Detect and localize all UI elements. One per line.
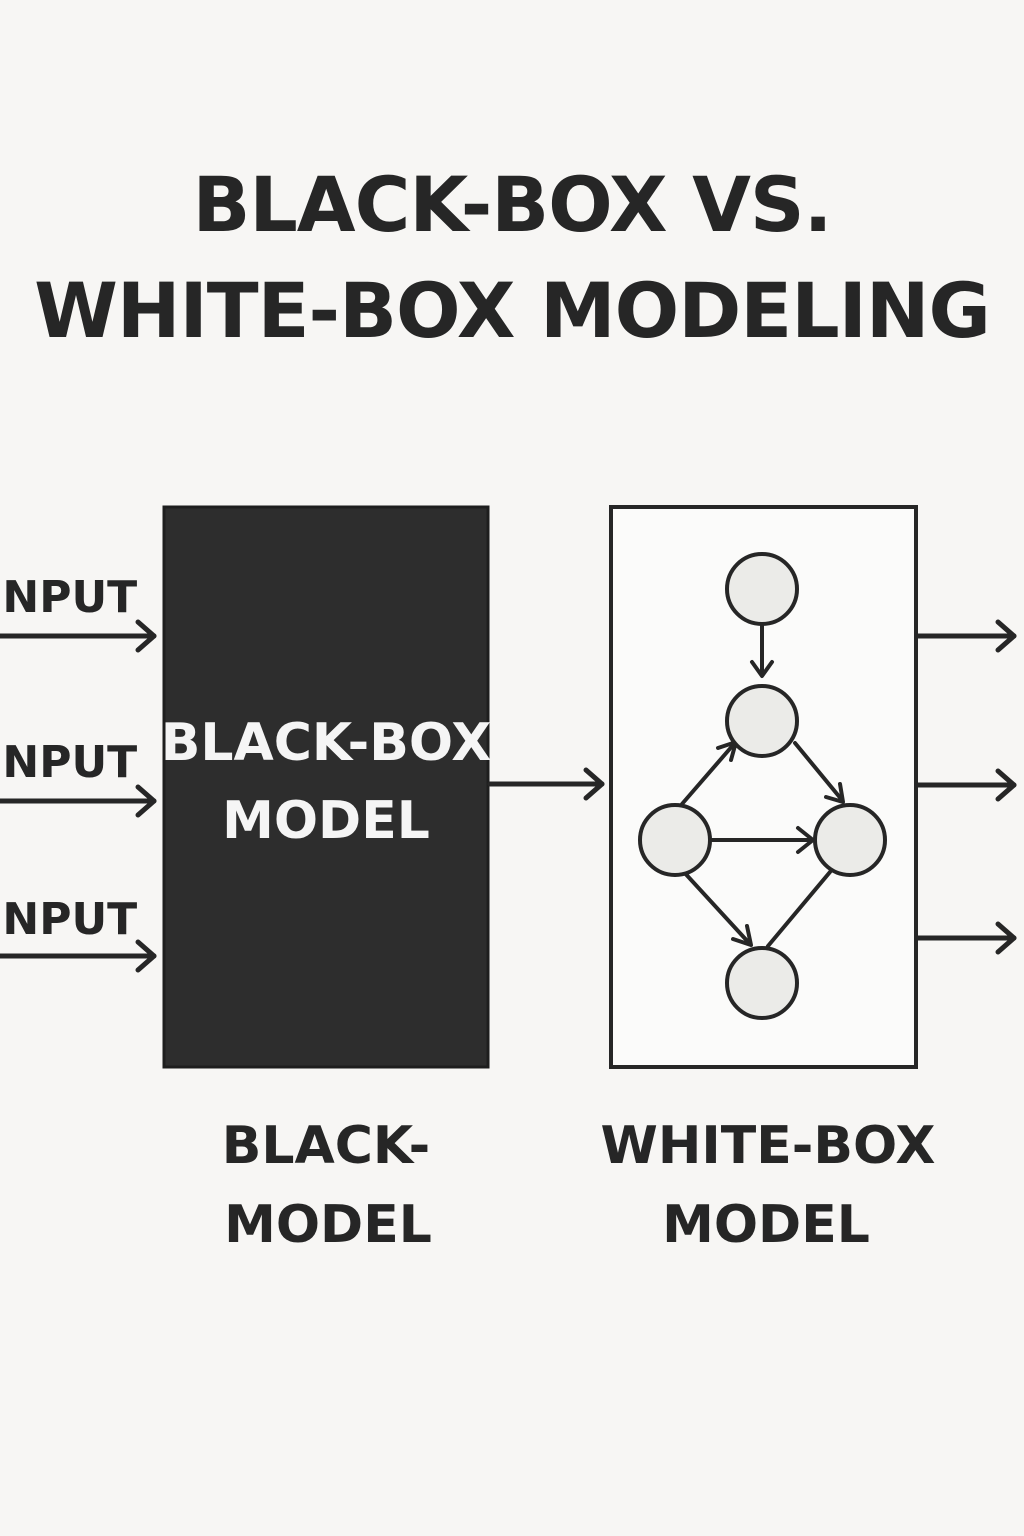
black-box-caption-line-2: MODEL [224, 1195, 432, 1255]
input-label-3: INPUT [0, 894, 137, 945]
black-box-label-line-2: MODEL [222, 791, 430, 851]
output-arrow-3 [915, 921, 1017, 955]
black-box-label-line-1: BLACK-BOX [161, 713, 492, 773]
graph-node-left [638, 803, 712, 877]
graph-node-top [725, 552, 799, 626]
black-box-caption-line-1: BLACK- [222, 1116, 431, 1176]
edge-upper-to-right [793, 741, 845, 804]
edge-left-to-bottom [680, 868, 753, 947]
graph-nodes [638, 552, 887, 1020]
graph-node-bottom [725, 946, 799, 1020]
connector-arrow [487, 767, 605, 801]
input-arrow-3 [0, 939, 157, 973]
diagram-title: BLACK-BOX VS. WHITE-BOX MODELING [0, 152, 1024, 364]
output-arrow-1 [915, 619, 1017, 653]
edge-right-to-bottom [766, 870, 832, 948]
input-label-2: INPUT [0, 737, 137, 788]
graph-node-upper [725, 684, 799, 758]
black-box [162, 505, 490, 1069]
graph-node-right [813, 803, 887, 877]
input-arrow-1 [0, 619, 157, 653]
edge-top-to-upper [750, 622, 774, 678]
output-arrow-2 [915, 768, 1017, 802]
title-line-2: WHITE-BOX MODELING [34, 266, 991, 355]
title-line-1: BLACK-BOX VS. [192, 160, 832, 249]
input-arrow-2 [0, 784, 157, 818]
white-box-caption-line-1: WHITE-BOX [601, 1116, 936, 1176]
input-label-1: INPUT [0, 572, 137, 623]
white-box-caption-line-2: MODEL [662, 1195, 870, 1255]
